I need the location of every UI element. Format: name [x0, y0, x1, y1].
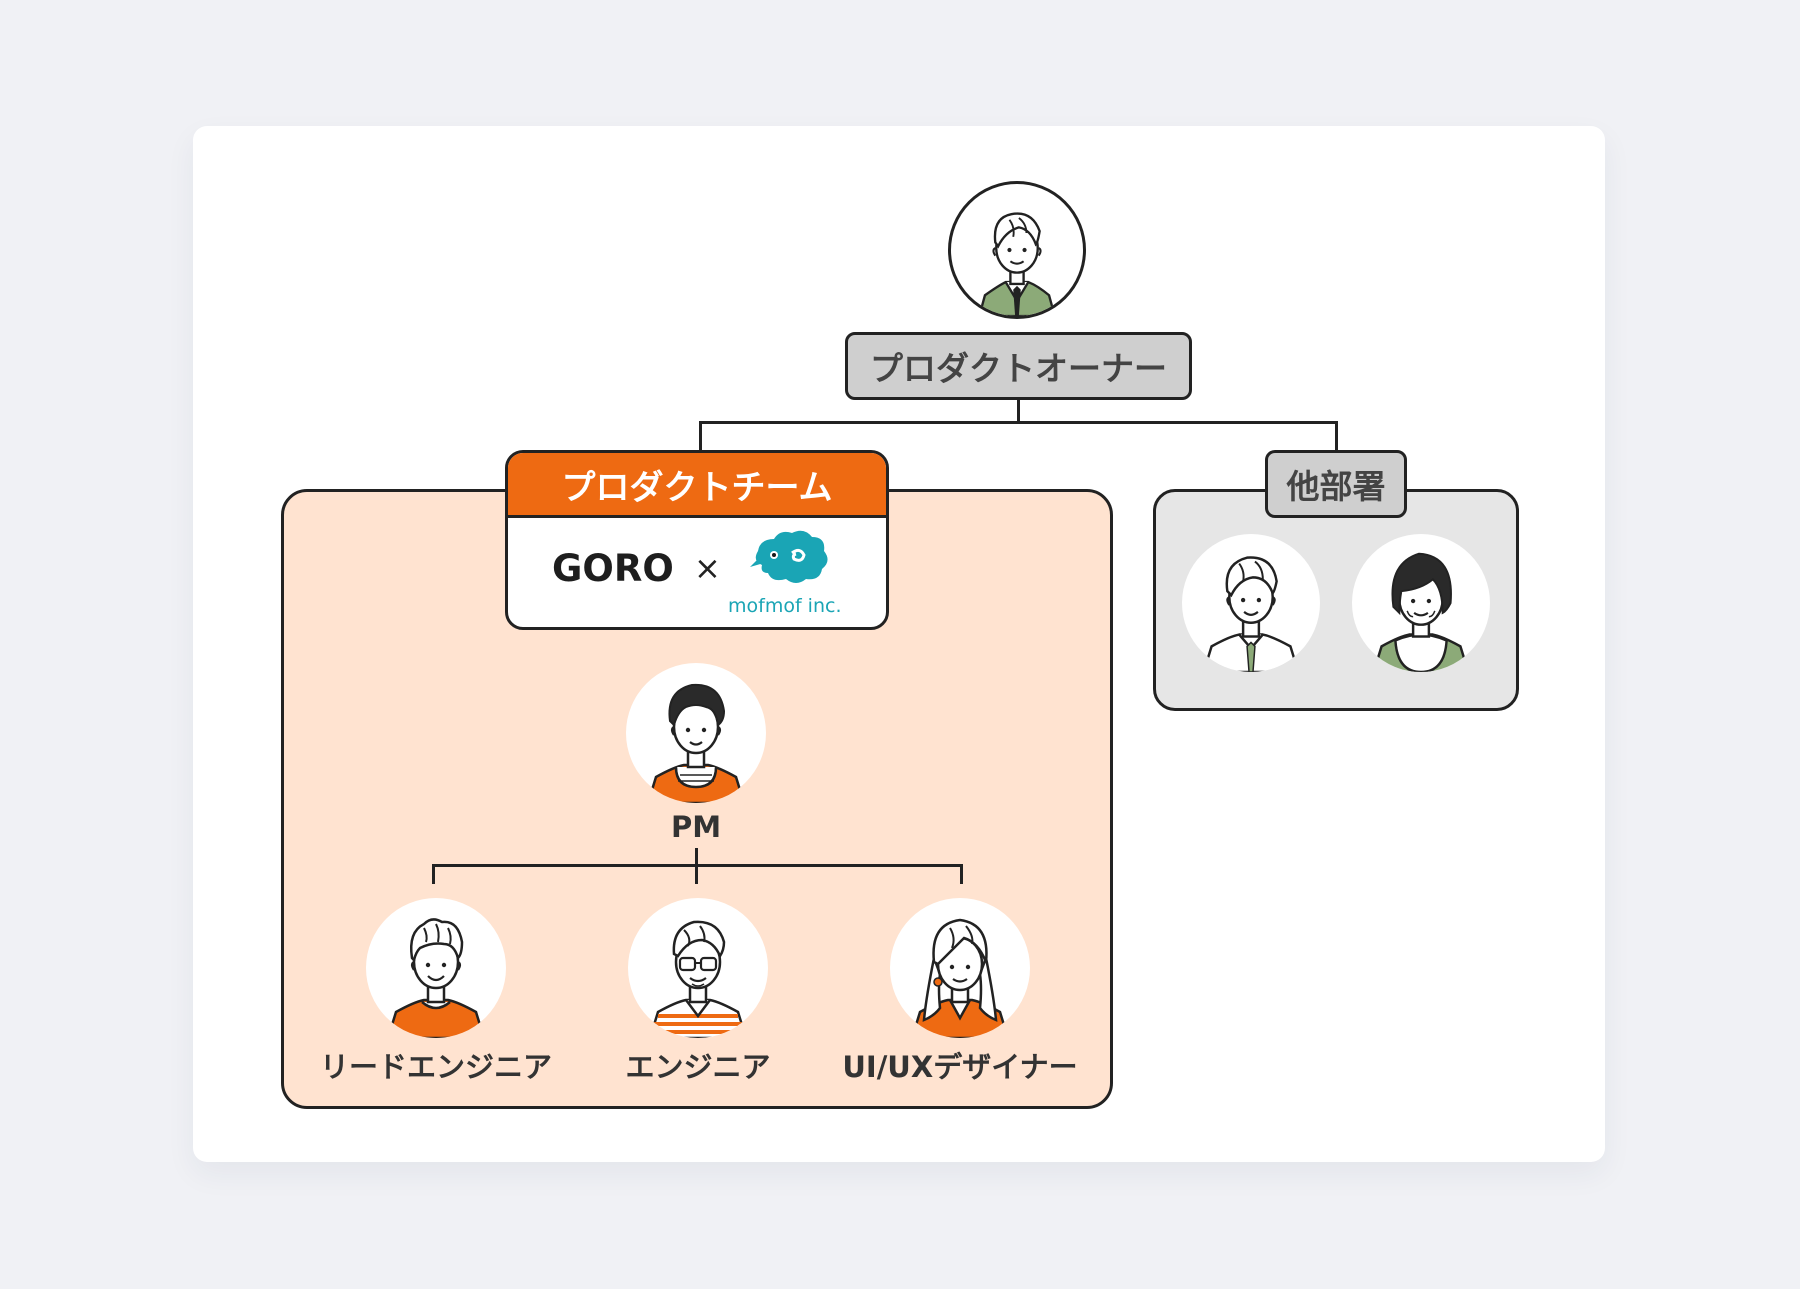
times-sign: ×	[694, 549, 721, 587]
connector-to-designer	[960, 864, 963, 884]
other-dept-member-2-avatar	[1352, 534, 1490, 672]
goro-logo: GORO	[552, 547, 674, 590]
product-team-header-card: プロダクトチーム GORO × mofmof inc.	[505, 450, 889, 630]
product-owner-label: プロダクトオーナー	[845, 332, 1192, 400]
mofmof-logo: mofmof inc.	[728, 523, 850, 623]
designer-label: UI/UXデザイナー	[842, 1050, 1078, 1084]
other-dept-member-1-avatar	[1182, 534, 1320, 672]
connector-to-other-dept	[1335, 421, 1338, 453]
product-owner-avatar	[948, 181, 1086, 319]
pm-avatar	[626, 663, 766, 803]
product-team-title: プロダクトチーム	[561, 467, 833, 508]
sheep-icon	[750, 530, 828, 583]
other-dept-label: 他部署	[1265, 450, 1407, 518]
lead-engineer-label: リードエンジニア	[319, 1050, 552, 1084]
connector-owner-horizontal	[699, 421, 1338, 424]
connector-pm-horizontal	[432, 864, 963, 867]
designer-avatar	[890, 898, 1030, 1038]
lead-engineer-avatar	[366, 898, 506, 1038]
pm-label: PM	[670, 810, 722, 844]
product-team-title-bar: プロダクトチーム	[508, 453, 886, 518]
connector-to-lead-engineer	[432, 864, 435, 884]
connector-to-product-team	[699, 421, 702, 453]
mofmof-wordmark: mofmof inc.	[728, 595, 842, 617]
engineer-avatar	[628, 898, 768, 1038]
engineer-label: エンジニア	[625, 1050, 771, 1084]
connector-owner-down	[1017, 399, 1020, 423]
